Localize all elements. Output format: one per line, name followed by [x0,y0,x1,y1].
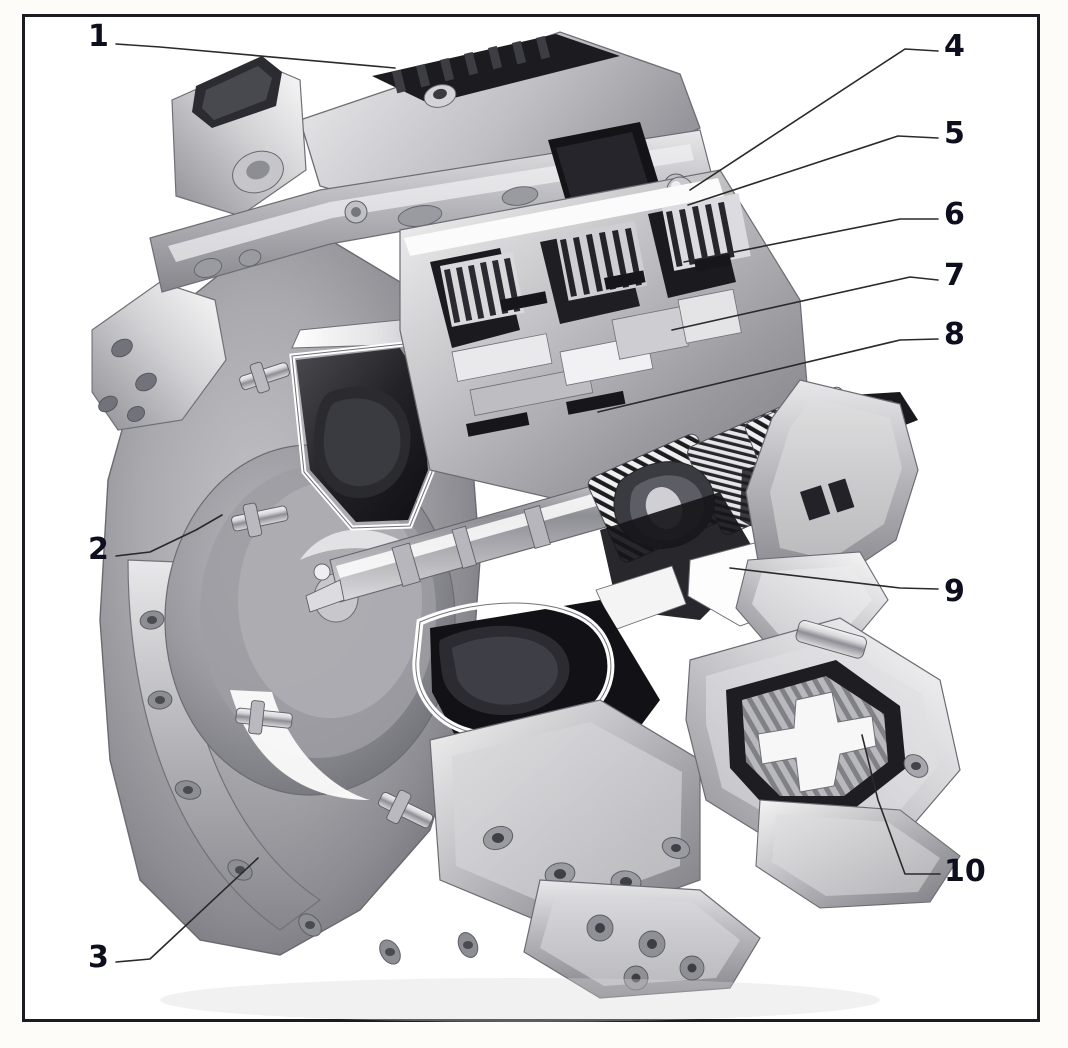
callout-number-6: 6 [944,197,965,232]
internal-cavity-left [292,344,432,528]
case-tail [756,800,960,908]
top-cover-assembly [150,32,712,292]
callout-number-10: 10 [944,854,986,889]
valve-body-assembly [400,170,810,500]
callout-number-9: 9 [944,574,965,609]
callout-number-1: 1 [88,19,109,54]
bell-housing-group [92,240,482,968]
callout-number-5: 5 [944,116,965,151]
callout-number-2: 2 [88,532,109,567]
lower-side-cover [524,880,760,998]
callout-number-4: 4 [944,29,965,64]
callout-number-3: 3 [88,940,109,975]
housing-studs [229,354,438,837]
output-section [416,600,728,930]
right-end-cover [736,380,918,650]
callout-number-8: 8 [944,317,965,352]
callout-number-7: 7 [944,258,965,293]
